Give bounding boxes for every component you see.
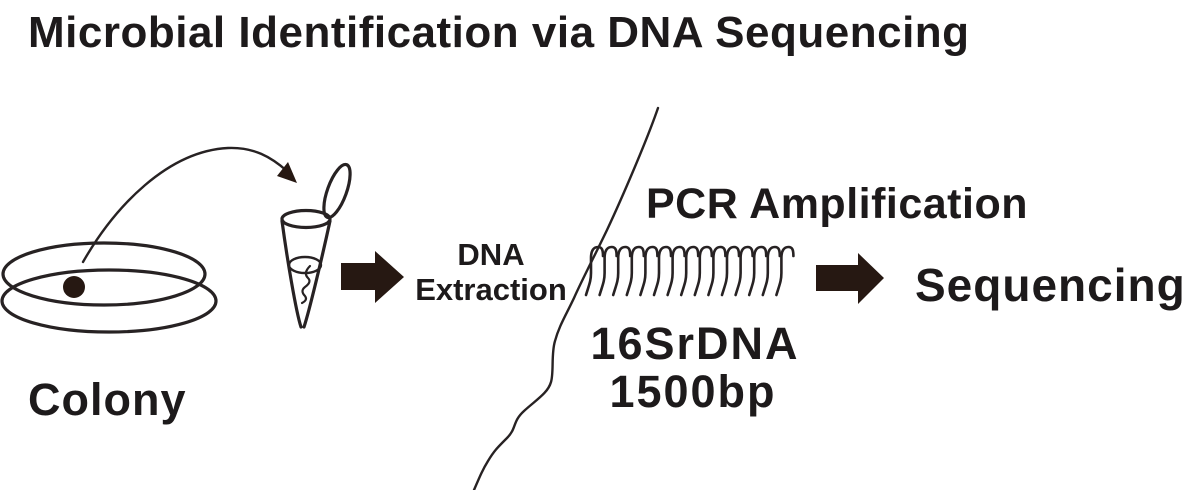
colony-spot-icon [63,276,85,298]
petri-dish-icon [0,241,218,334]
liquid-surface-icon [287,255,323,275]
dna-extraction-label-line1: DNA [457,237,525,272]
page-title: Microbial Identification via DNA Sequenc… [28,8,970,57]
sequencing-label: Sequencing [915,259,1186,311]
amplicon-size-label: 1500bp [609,366,777,417]
colony-label: Colony [28,374,187,425]
dna-extraction-label: DNA Extraction [415,237,567,307]
gene-16srdna-label: 16SrDNA [590,318,800,369]
microcentrifuge-tube-icon [280,162,352,329]
primer-row-icon [584,245,795,297]
sequencing-arrow-icon [816,253,884,304]
dna-extraction-arrow-icon [341,251,404,303]
pcr-amplification-label: PCR Amplification [646,180,1028,228]
transfer-arrow-icon [81,146,297,264]
torn-edge-line-icon [472,106,660,490]
tube-lid-icon [322,162,352,220]
dna-squiggle-icon [300,264,312,305]
tube-rim-icon [280,208,332,230]
dna-extraction-label-line2: Extraction [415,271,567,307]
